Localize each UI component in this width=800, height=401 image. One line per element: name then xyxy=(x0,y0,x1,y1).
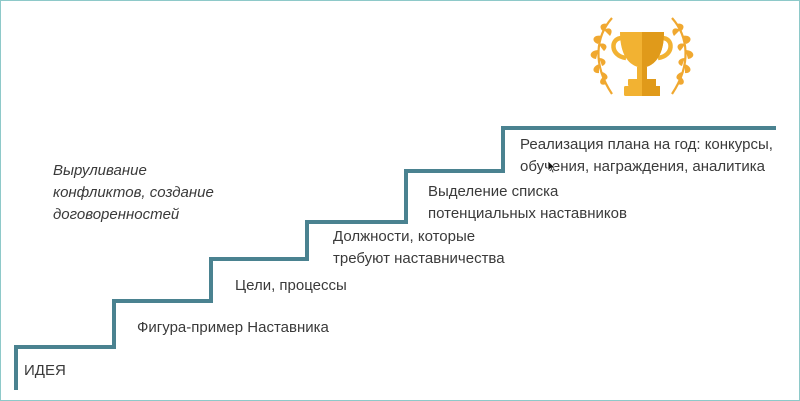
staircase-line xyxy=(14,126,776,390)
step-label-mentor-example: Фигура-пример Наставника xyxy=(137,317,329,339)
step-label-line: Фигура-пример Наставника xyxy=(137,319,329,336)
laurel-right xyxy=(671,17,694,95)
side-note: Выруливание конфликтов, создание договор… xyxy=(53,160,214,226)
trophy-with-laurel-icon xyxy=(590,17,694,96)
step-label-line: потенциальных наставников xyxy=(428,205,627,222)
side-note-line: Выруливание xyxy=(53,162,147,179)
step-label-positions: Должности, которые требуют наставничеств… xyxy=(333,226,505,270)
step-label-line: Выделение списка xyxy=(428,183,559,200)
step-label-line: требуют наставничества xyxy=(333,250,505,267)
step-label-goals: Цели, процессы xyxy=(235,275,347,297)
step-label-line: Цели, процессы xyxy=(235,277,347,294)
step-label-line: Реализация плана на год: конкурсы, xyxy=(520,136,773,153)
step-label-annual-plan: Реализация плана на год: конкурсы, обуче… xyxy=(520,134,773,178)
step-label-line: ИДЕЯ xyxy=(24,362,66,379)
mouse-pointer-icon xyxy=(547,160,557,174)
step-label-line: обучения, награждения, аналитика xyxy=(520,158,765,175)
step-label-mentor-list: Выделение списка потенциальных наставник… xyxy=(428,181,627,225)
step-label-idea: ИДЕЯ xyxy=(24,360,66,382)
laurel-left xyxy=(590,17,613,95)
step-label-line: Должности, которые xyxy=(333,228,476,245)
side-note-line: договоренностей xyxy=(53,206,180,223)
trophy-cup xyxy=(611,32,673,96)
side-note-line: конфликтов, создание xyxy=(53,184,214,201)
